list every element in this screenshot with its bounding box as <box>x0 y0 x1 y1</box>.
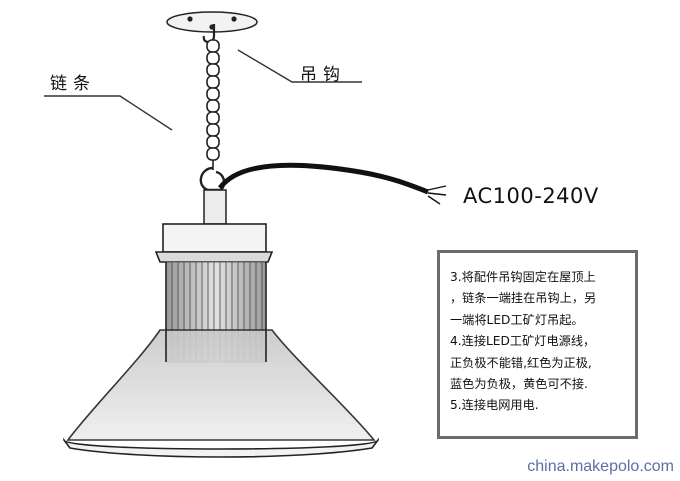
chain <box>206 39 220 170</box>
instruction-line: 3.将配件吊钩固定在屋顶上 <box>450 270 596 284</box>
watermark: china.makepolo.com <box>527 458 674 475</box>
instruction-line: 正负极不能错,红色为正极, <box>450 355 592 370</box>
instruction-line: 4.连接LED工矿灯电源线， <box>450 334 596 349</box>
power-cable <box>217 162 447 205</box>
leader-lines <box>44 49 362 131</box>
instruction-line: ，链条一端挂在吊钩上，另 <box>450 291 597 306</box>
hook-label: 吊钩 <box>300 65 346 85</box>
instruction-line: 5.连接电网用电. <box>450 398 539 413</box>
instructions-box: 3.将配件吊钩固定在屋顶上 ，链条一端挂在吊钩上，另 一端将LED工矿灯吊起。 … <box>437 250 638 439</box>
voltage-label: AC100-240V <box>463 184 599 208</box>
reflector-shade <box>63 262 379 458</box>
instruction-line: 一端将LED工矿灯吊起。 <box>450 312 584 327</box>
driver-housing <box>154 223 274 263</box>
instruction-line: 蓝色为负极，黄色可不接. <box>450 377 588 392</box>
cable-gland <box>203 189 227 225</box>
chain-label: 链条 <box>50 74 96 94</box>
ceiling-plate <box>166 11 258 33</box>
